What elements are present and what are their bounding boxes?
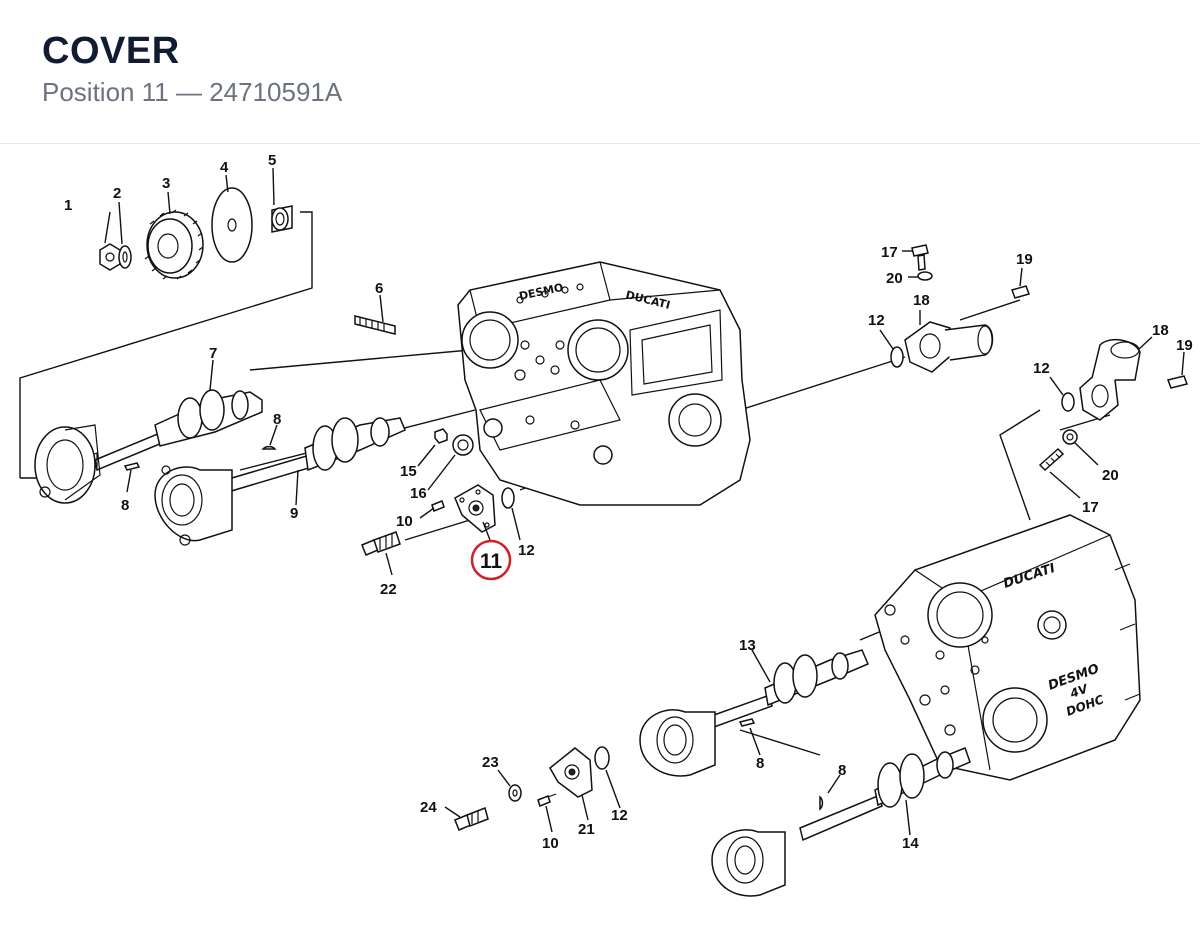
part-19-screw-upper-icon — [1011, 267, 1030, 299]
callout-2: 2 — [113, 185, 121, 202]
part-19-screw-lower-icon — [1167, 351, 1188, 389]
part-8-key-lower-a-icon — [738, 718, 761, 756]
position-label: Position 11 — [42, 77, 169, 107]
middle-cam-cover-icon — [154, 465, 233, 546]
callout-17-lower: 17 — [1082, 499, 1099, 516]
highlight-circle — [470, 539, 512, 581]
upper-cam-cover-icon — [34, 424, 101, 504]
part-7-camshaft-icon — [91, 359, 263, 472]
pulley-assembly — [99, 167, 293, 280]
part-3-pulley-icon — [144, 209, 204, 280]
callout-5: 5 — [268, 152, 276, 169]
callout-8-lower-b: 8 — [838, 762, 846, 779]
callout-4: 4 — [220, 159, 229, 176]
callout-14: 14 — [902, 835, 919, 852]
separator: — — [175, 77, 202, 107]
svg-text:4V: 4V — [1067, 681, 1091, 701]
part-12-oring-b-icon — [879, 329, 904, 368]
callout-8-upper-left: 8 — [121, 497, 129, 514]
callout-1: 1 — [64, 197, 72, 214]
callout-11-highlighted: 11 — [480, 550, 503, 573]
upper-cylinder-head-icon: DESMO DUCATI — [457, 261, 751, 506]
part-number: 24710591A — [209, 77, 343, 107]
callout-23: 23 — [482, 754, 499, 771]
callout-15: 15 — [400, 463, 417, 480]
page-title: COVER — [42, 30, 180, 72]
callout-18-lower: 18 — [1152, 322, 1169, 339]
lower-cam-cover-b-icon — [711, 829, 786, 897]
callout-10-lower: 10 — [542, 835, 559, 852]
callout-22: 22 — [380, 581, 397, 598]
callout-9: 9 — [290, 505, 298, 522]
callout-12-upper-right: 12 — [868, 312, 885, 329]
part-6-stud-icon — [354, 294, 396, 335]
callout-7: 7 — [209, 345, 217, 362]
part-8-key-lower-b-icon — [819, 774, 841, 811]
part-16-bushing-icon — [427, 434, 474, 491]
part-17-bolt-lower-icon — [1038, 447, 1081, 499]
part-24-sensor-icon — [444, 806, 489, 831]
part-12-oring-a-icon — [501, 487, 521, 541]
part-18-elbow-lower-icon — [1079, 336, 1153, 421]
callout-8-lower-a: 8 — [756, 755, 764, 772]
lower-cylinder-head-icon: DUCATI DESMO 4V DOHC — [874, 514, 1141, 781]
callout-6: 6 — [375, 280, 383, 297]
exploded-parts-diagram: DESMO DUCATI — [0, 145, 1200, 927]
part-23-washer-icon — [497, 769, 522, 802]
callout-19-upper: 19 — [1016, 251, 1033, 268]
part-17-bolt-upper-icon — [902, 244, 929, 271]
callout-20-upper: 20 — [886, 270, 903, 287]
part-12-oring-d-icon — [594, 746, 621, 809]
callout-10-upper: 10 — [396, 513, 413, 530]
part-20-washer-upper-icon — [908, 271, 933, 281]
callout-12-near-11: 12 — [518, 542, 535, 559]
part-12-oring-c-icon — [1049, 376, 1075, 412]
lower-cam-cover-a-icon — [639, 709, 716, 777]
callout-13: 13 — [739, 637, 756, 654]
part-8-key-upper-icon — [123, 424, 278, 493]
page-subtitle: Position 11 — 24710591A — [42, 77, 342, 108]
callout-8-upper-right: 8 — [273, 411, 281, 428]
part-10-screw-b-icon — [537, 793, 557, 833]
page-header: COVER Position 11 — 24710591A — [0, 0, 1200, 144]
part-11-cover-icon — [454, 484, 496, 541]
part-14-camshaft-icon — [799, 747, 971, 842]
part-2-washer-icon — [118, 245, 132, 269]
part-9-camshaft-icon — [224, 417, 406, 506]
part-18-elbow-upper-icon — [904, 310, 994, 373]
part-21-cover-icon — [549, 747, 593, 821]
part-4-flange-icon — [211, 187, 253, 263]
part-1-nut-icon — [99, 243, 121, 271]
diagram-svg: DESMO DUCATI — [19, 152, 1193, 897]
part-22-sensor-icon — [361, 531, 401, 576]
part-10-screw-a-icon — [419, 500, 445, 519]
callout-12-lower: 12 — [611, 807, 628, 824]
callout-17-upper: 17 — [881, 244, 898, 261]
callout-18-upper: 18 — [913, 292, 930, 309]
callout-20-lower: 20 — [1102, 467, 1119, 484]
part-15-plug-icon — [417, 428, 448, 467]
callout-19-lower: 19 — [1176, 337, 1193, 354]
highlight-marker — [470, 539, 512, 581]
callout-labels: 1 2 3 4 5 6 7 8 8 9 10 15 16 12 22 11 17… — [64, 152, 1193, 852]
callout-3: 3 — [162, 175, 170, 192]
callout-21: 21 — [578, 821, 595, 838]
part-5-spacer-icon — [271, 205, 293, 233]
callout-12-right: 12 — [1033, 360, 1050, 377]
part-13-camshaft-icon — [699, 649, 869, 732]
callout-16: 16 — [410, 485, 427, 502]
callout-24: 24 — [420, 799, 437, 816]
part-20-washer-lower-icon — [1062, 429, 1099, 466]
